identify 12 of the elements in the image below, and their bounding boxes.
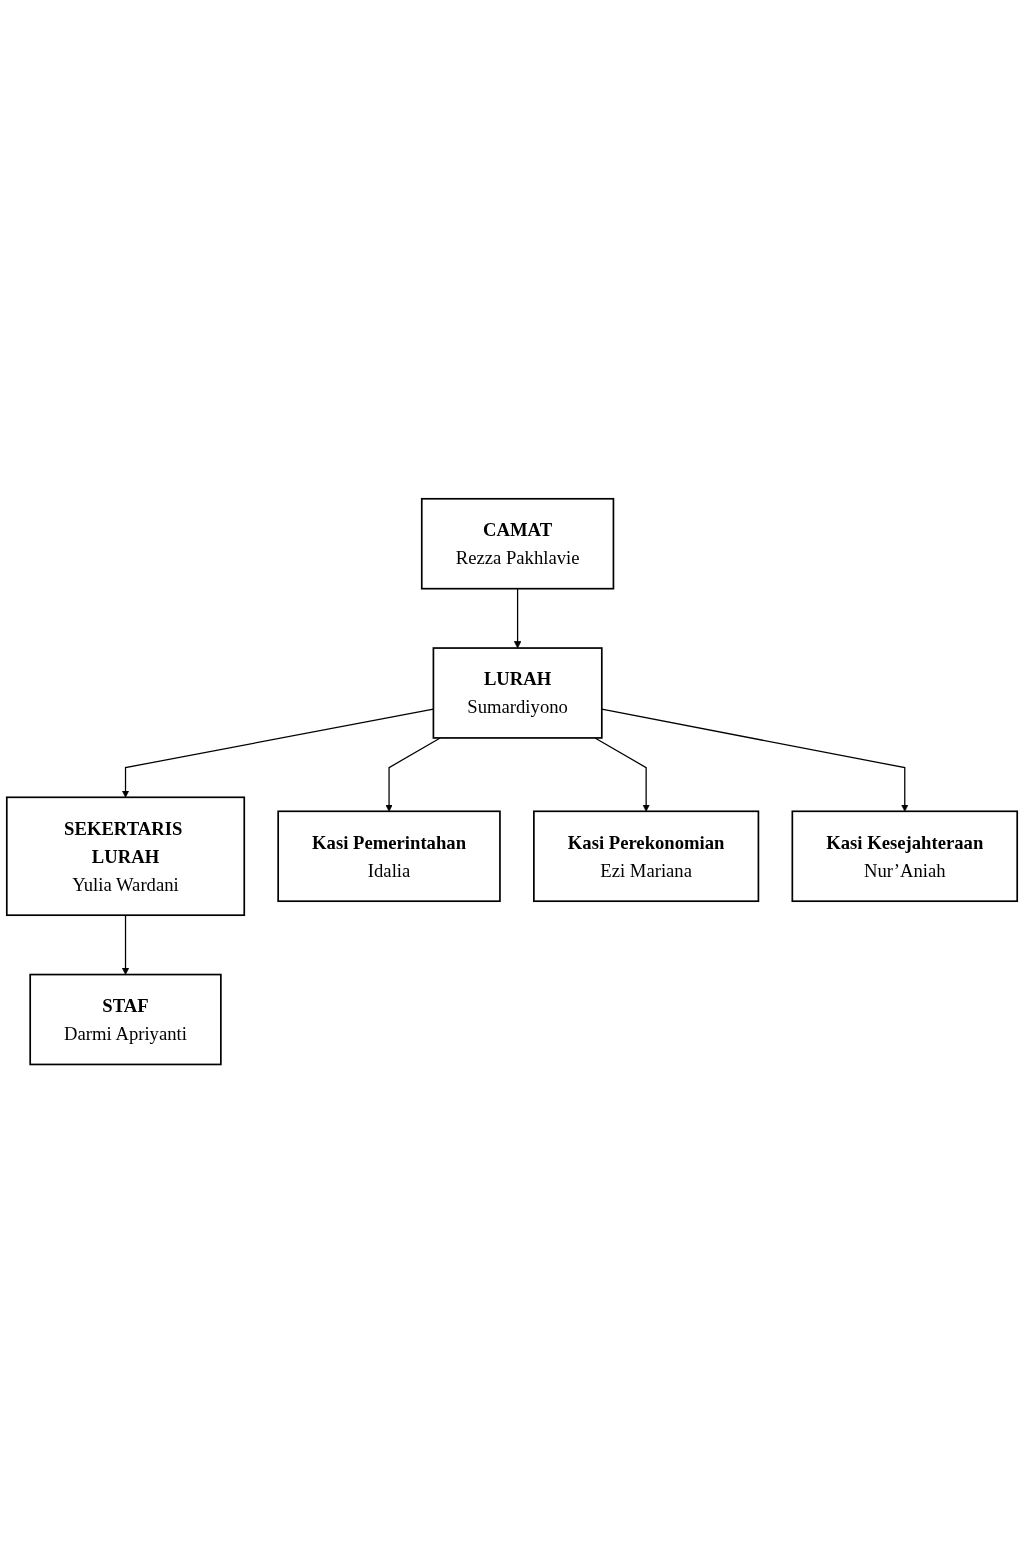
node-box: Kasi Kesejahteraan Nur’Aniah: [791, 810, 1019, 903]
arrow: [601, 708, 909, 812]
node-box: Kasi Perekonomian Ezi Mariana: [533, 810, 760, 903]
arrow: [385, 737, 441, 812]
node-box: Kasi Pemerintahan Idalia: [277, 810, 501, 903]
arrow: [513, 588, 522, 649]
node-box: LURAH Sumardiyono: [432, 647, 603, 740]
arrow: [121, 914, 130, 976]
node-box: STAF Darmi Apriyanti: [29, 974, 222, 1066]
node-box: CAMAT Rezza Pakhlavie: [420, 498, 615, 590]
node-box: SEKERTARIS LURAH Yulia Wardani: [5, 796, 246, 917]
arrow: [594, 737, 650, 812]
